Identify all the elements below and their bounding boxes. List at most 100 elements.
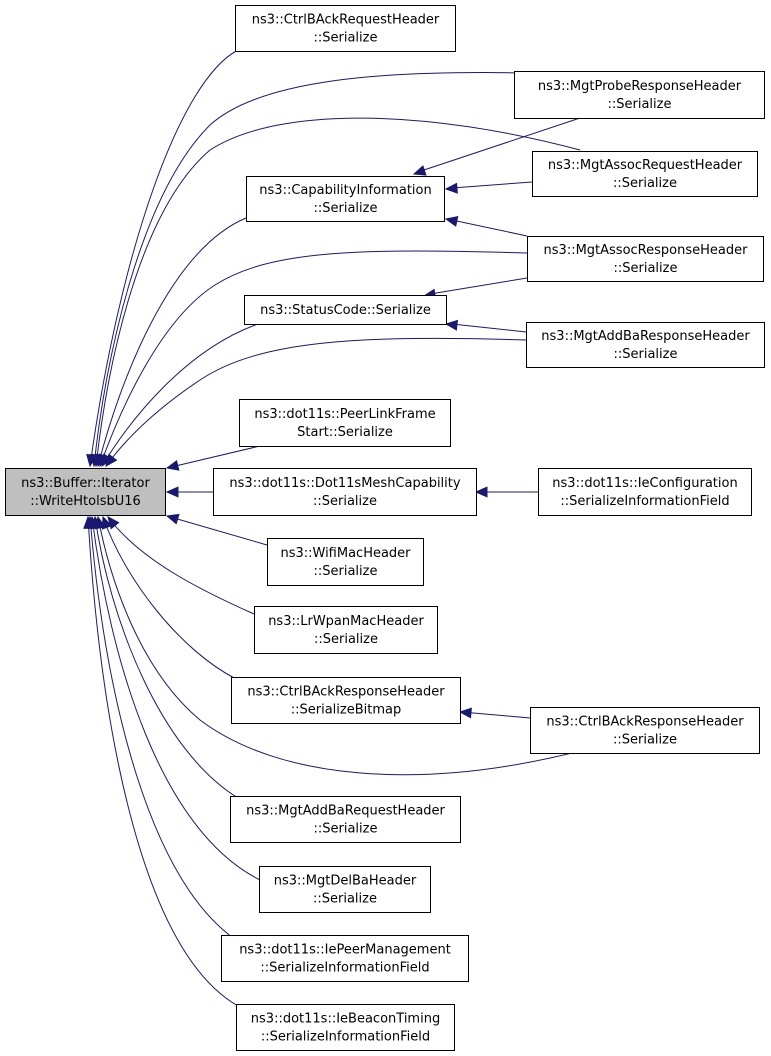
edge-mgt_probe_response_serialize-to-capability_information_serialize (423, 117, 581, 171)
node-label-line: ns3::MgtAddBaRequestHeader (246, 804, 445, 819)
node-ctrl-back-response-serialize[interactable]: ns3::CtrlBAckResponseHeader::Serialize (530, 707, 760, 754)
node-label-line: ns3::dot11s::PeerLinkFrame (254, 407, 435, 422)
node-label-line: ::Serialize (608, 97, 672, 112)
node-mgt-addba-response-serialize[interactable]: ns3::MgtAddBaResponseHeader::Serialize (526, 322, 765, 368)
node-label-line: ::Serialize (314, 201, 378, 216)
edge-lrwpan_mac_header_serialize-to-root (107, 516, 255, 615)
edge-mgt_assoc_request_serialize-to-capability_information_serialize (451, 181, 533, 189)
arrowhead-mgt_addba_response_serialize-to-root (105, 453, 118, 467)
node-label-line: ns3::LrWpanMacHeader (268, 614, 424, 629)
node-label-line: ns3::MgtDelBaHeader (274, 874, 417, 889)
node-label-line: ns3::CtrlBAckResponseHeader (247, 685, 445, 700)
node-box (5, 468, 166, 516)
node-box (239, 399, 451, 447)
node-label-line: ns3::MgtAddBaResponseHeader (541, 329, 750, 344)
arrowhead-wifi_mac_header_serialize-to-root (165, 513, 180, 525)
arrowhead-mgt_assoc_response_serialize-to-capability_information_serialize (444, 215, 459, 227)
node-label-line: ::SerializeInformationField (560, 494, 729, 509)
node-label-line: ::Serialize (614, 347, 678, 362)
edge-status_code_serialize-to-root (101, 323, 259, 467)
node-box (221, 935, 469, 982)
node-mgt-delba-serialize[interactable]: ns3::MgtDelBaHeader::Serialize (259, 866, 431, 913)
edge-ctrl_back_response_serialize_bitmap-to-root (102, 516, 237, 680)
node-label-line: ::SerializeBitmap (291, 703, 402, 718)
node-box (235, 5, 456, 52)
node-root[interactable]: ns3::Buffer::Iterator::WriteHtolsbU16 (5, 468, 166, 516)
node-label-line: ns3::Buffer::Iterator (21, 476, 150, 491)
node-label-line: ::Serialize (313, 892, 377, 907)
node-box (526, 322, 765, 368)
edge-mgt_addba_request_serialize-to-root (94, 516, 239, 799)
node-box (532, 151, 758, 197)
node-label-line: ::Serialize (613, 733, 677, 748)
edge-ie_peer_management_serialize_field-to-root (89, 516, 237, 941)
edge-mgt_delba_serialize-to-root (91, 516, 261, 881)
node-box (213, 468, 477, 516)
node-label-line: ns3::MgtAssocResponseHeader (544, 243, 749, 258)
node-label-line: ::WriteHtolsbU16 (30, 494, 141, 509)
node-lrwpan-mac-header-serialize[interactable]: ns3::LrWpanMacHeader::Serialize (254, 606, 438, 654)
edge-mgt_assoc_request_serialize-to-root (95, 117, 581, 467)
node-mgt-assoc-request-serialize[interactable]: ns3::MgtAssocRequestHeader::Serialize (532, 151, 758, 197)
arrowhead-mgt_probe_response_serialize-to-capability_information_serialize (412, 165, 427, 176)
node-box (230, 796, 461, 843)
node-label-line: ns3::CapabilityInformation (259, 183, 431, 198)
node-box (244, 295, 447, 325)
node-mgt-assoc-response-serialize[interactable]: ns3::MgtAssocResponseHeader::Serialize (527, 236, 764, 282)
arrowhead-mgt_addba_response_serialize-to-status_code_serialize (444, 319, 459, 331)
node-label-line: ns3::MgtProbeResponseHeader (538, 79, 742, 94)
node-box (527, 236, 764, 282)
node-mgt-probe-response-serialize[interactable]: ns3::MgtProbeResponseHeader::Serialize (514, 71, 765, 119)
node-label-line: Start::Serialize (297, 425, 393, 440)
node-box (514, 71, 765, 119)
edge-peer_link_frame_start_serialize-to-root (166, 445, 261, 469)
arrowhead-ctrl_back_response_serialize-to-ctrl_back_response_serialize_bitmap (458, 707, 472, 719)
edge-ctrl_back_response_serialize-to-root (97, 516, 573, 776)
edge-ie_beacon_timing_serialize_field-to-root (87, 516, 239, 1007)
node-label-line: ns3::CtrlBAckResponseHeader (546, 715, 744, 730)
node-label-line: ns3::MgtAssocRequestHeader (548, 158, 743, 173)
nodes-layer: ns3::Buffer::Iterator::WriteHtolsbU16ns3… (5, 5, 765, 1051)
edge-mgt_assoc_response_serialize-to-capability_information_serialize (451, 219, 528, 237)
node-label-line: ::Serialize (314, 564, 378, 579)
edge-ctrl_back_request_serialize-to-root (89, 49, 239, 467)
node-label-line: ns3::CtrlBAckRequestHeader (252, 13, 440, 28)
arrowhead-ie_beacon_timing_serialize_field-to-root (83, 515, 95, 529)
node-label-line: ns3::dot11s::IePeerManagement (239, 943, 451, 958)
node-status-code-serialize[interactable]: ns3::StatusCode::Serialize (244, 295, 447, 325)
node-box (538, 468, 752, 516)
node-label-line: ::SerializeInformationField (260, 961, 429, 976)
node-ie-beacon-timing-serialize-field[interactable]: ns3::dot11s::IeBeaconTiming::SerializeIn… (236, 1004, 455, 1051)
edge-mgt_assoc_response_serialize-to-status_code_serialize (429, 277, 528, 295)
node-box (254, 606, 438, 654)
node-peer-link-frame-start-serialize[interactable]: ns3::dot11s::PeerLinkFrameStart::Seriali… (239, 399, 451, 447)
node-box (246, 176, 445, 222)
node-ie-peer-management-serialize-field[interactable]: ns3::dot11s::IePeerManagement::Serialize… (221, 935, 469, 982)
node-label-line: ::Serialize (314, 31, 378, 46)
arrowhead-mgt_assoc_request_serialize-to-capability_information_serialize (444, 182, 458, 194)
edge-ctrl_back_response_serialize-to-ctrl_back_response_serialize_bitmap (461, 711, 531, 719)
node-label-line: ::SerializeInformationField (261, 1030, 430, 1045)
edge-mgt_addba_response_serialize-to-root (105, 337, 527, 467)
node-box (259, 866, 431, 913)
node-ctrl-back-request-serialize[interactable]: ns3::CtrlBAckRequestHeader::Serialize (235, 5, 456, 52)
edge-mgt_assoc_response_serialize-to-root (99, 250, 528, 467)
edges-layer (83, 49, 581, 1007)
node-ie-configuration-serialize-field[interactable]: ns3::dot11s::IeConfiguration::SerializeI… (538, 468, 752, 516)
node-capability-information-serialize[interactable]: ns3::CapabilityInformation::Serialize (246, 176, 445, 222)
node-dot11s-mesh-capability-serialize[interactable]: ns3::dot11s::Dot11sMeshCapability::Seria… (213, 468, 477, 516)
arrowhead-dot11s_mesh_capability_serialize-to-root (165, 486, 179, 498)
node-box (530, 707, 760, 754)
node-mgt-addba-request-serialize[interactable]: ns3::MgtAddBaRequestHeader::Serialize (230, 796, 461, 843)
arrowhead-peer_link_frame_start_serialize-to-root (165, 459, 180, 471)
node-label-line: ns3::dot11s::IeBeaconTiming (251, 1012, 440, 1027)
node-label-line: ns3::dot11s::IeConfiguration (552, 476, 737, 491)
arrowhead-lrwpan_mac_header_serialize-to-root (107, 516, 120, 530)
node-label-line: ::Serialize (313, 494, 377, 509)
node-wifi-mac-header-serialize[interactable]: ns3::WifiMacHeader::Serialize (267, 538, 424, 586)
node-label-line: ::Serialize (314, 632, 378, 647)
node-label-line: ns3::WifiMacHeader (280, 546, 411, 561)
node-ctrl-back-response-serialize-bitmap[interactable]: ns3::CtrlBAckResponseHeader::SerializeBi… (231, 677, 461, 724)
node-box (231, 677, 461, 724)
